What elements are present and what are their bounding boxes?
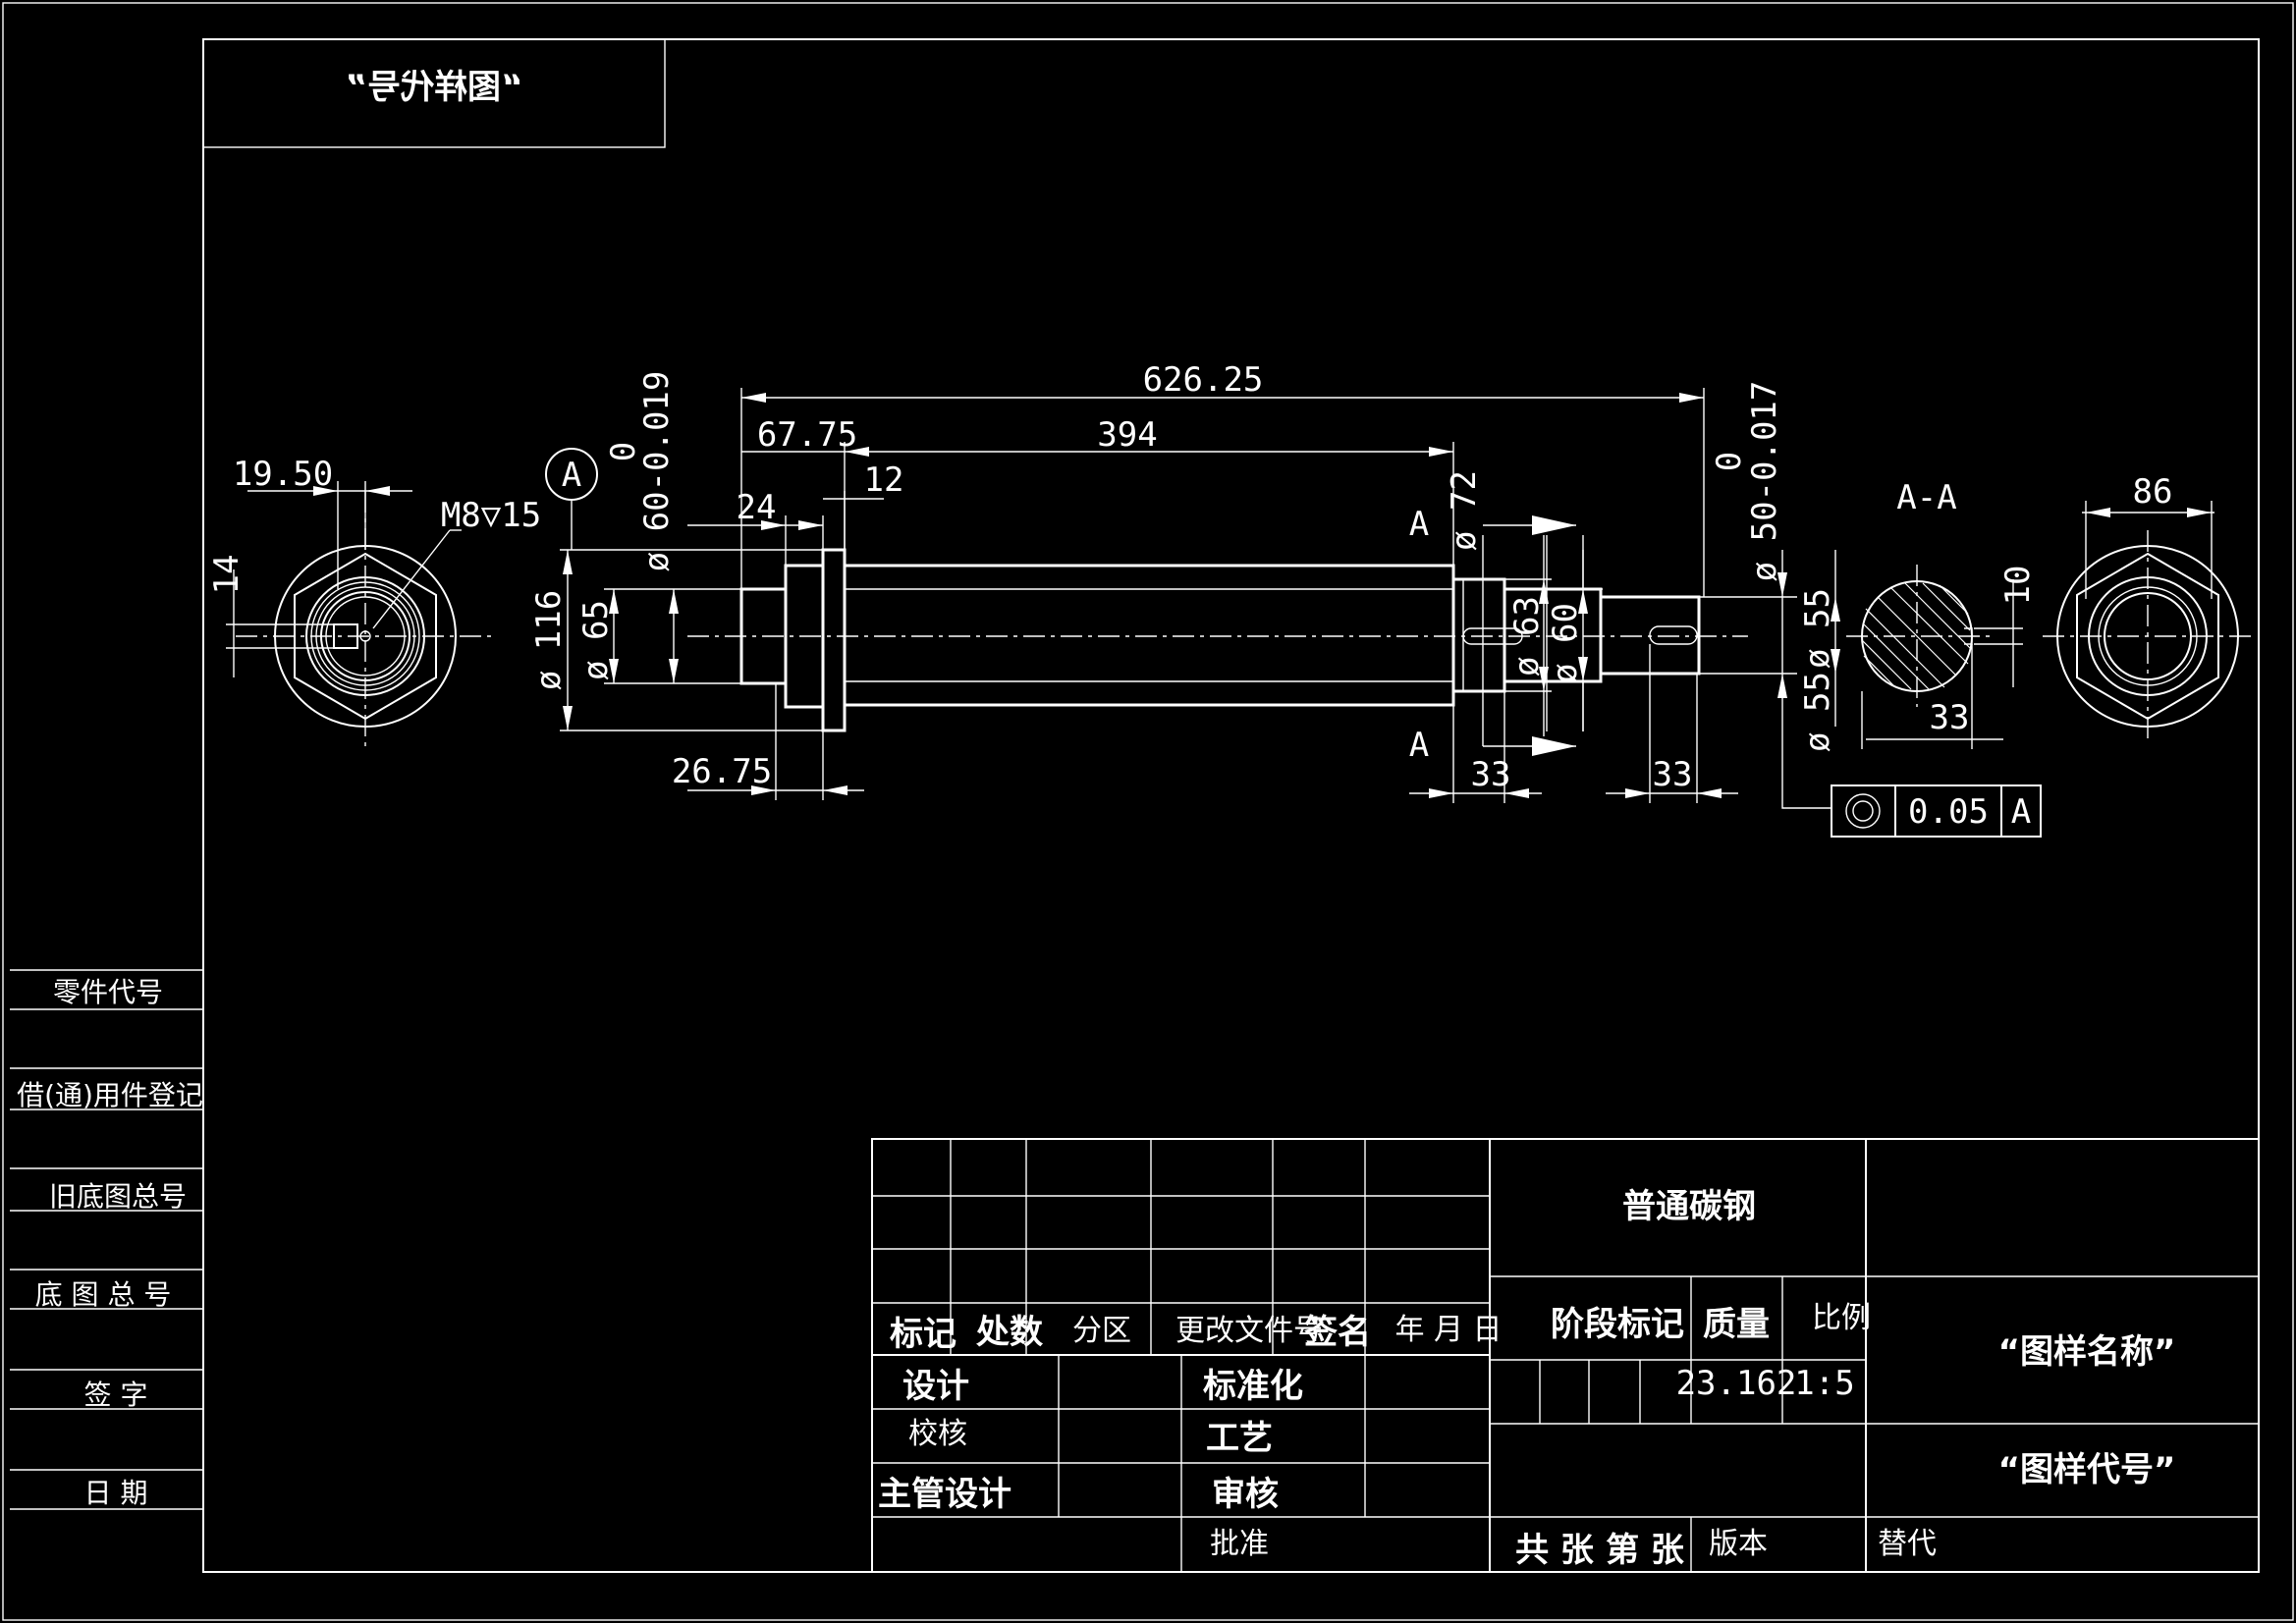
dim-6775: 67.75 bbox=[757, 415, 857, 455]
dim-626: 626.25 bbox=[1143, 360, 1264, 400]
dim-24: 24 bbox=[737, 488, 777, 527]
dimension-lines bbox=[226, 388, 1840, 809]
tb-mark: 标记 bbox=[890, 1315, 957, 1354]
dim-2675: 26.75 bbox=[672, 752, 772, 791]
section-a-a bbox=[1846, 565, 2023, 749]
stamp-box bbox=[202, 38, 666, 148]
dim-86: 86 bbox=[2133, 472, 2173, 512]
section-a-a-label: A-A bbox=[1896, 478, 1956, 517]
section-mark-bottom: A bbox=[1409, 726, 1429, 765]
dim-1950: 19.50 bbox=[233, 455, 333, 494]
side-date: 日 期 bbox=[84, 1477, 148, 1509]
side-base-drawing-no: 底 图 总 号 bbox=[35, 1278, 172, 1311]
tolerance-datum: A bbox=[2011, 792, 2031, 832]
dim-65: ø 65 bbox=[576, 600, 616, 680]
dim-33a: 33 bbox=[1471, 755, 1511, 794]
right-end-view bbox=[2043, 501, 2254, 741]
dim-60-tol: ø 60-0.019 bbox=[637, 371, 677, 572]
tb-mass: 质量 bbox=[1703, 1305, 1770, 1344]
tb-approve: 批准 bbox=[1210, 1527, 1269, 1561]
tolerance-value: 0.05 bbox=[1908, 792, 1989, 832]
dim-72: ø 72 bbox=[1445, 470, 1484, 551]
side-part-code: 零件代号 bbox=[53, 976, 163, 1008]
tb-count: 处数 bbox=[975, 1313, 1043, 1352]
section-mark-top: A bbox=[1409, 505, 1429, 544]
dim-33c: 33 bbox=[1930, 698, 1970, 737]
tb-process: 工艺 bbox=[1206, 1419, 1273, 1458]
dim-60: ø 60 bbox=[1546, 603, 1585, 683]
tb-replace: 替代 bbox=[1878, 1527, 1937, 1561]
tb-zone: 分区 bbox=[1072, 1314, 1131, 1348]
main-shaft-view bbox=[687, 548, 1748, 732]
dim-33b: 33 bbox=[1653, 755, 1693, 794]
dim-116: ø 116 bbox=[529, 590, 569, 690]
tb-drawing-code: “图样代号” bbox=[1998, 1450, 2176, 1489]
tb-review: 审核 bbox=[1212, 1475, 1279, 1514]
dim-14: 14 bbox=[207, 555, 246, 595]
tb-scale-value: 1:5 bbox=[1794, 1364, 1854, 1403]
dim-10: 10 bbox=[1998, 566, 2038, 606]
tb-standardization: 标准化 bbox=[1203, 1367, 1303, 1406]
tb-chief-design: 主管设计 bbox=[878, 1475, 1011, 1514]
tb-mass-value: 23.162 bbox=[1676, 1364, 1797, 1403]
side-signature: 签 字 bbox=[84, 1379, 148, 1411]
tb-material: 普通碳钢 bbox=[1622, 1187, 1756, 1226]
dim-12: 12 bbox=[864, 460, 904, 500]
tb-design: 设计 bbox=[902, 1367, 969, 1406]
dim-50-tol-upper: 0 bbox=[1710, 452, 1749, 471]
title-block-grid bbox=[871, 1138, 2260, 1573]
side-borrowed-register: 借(通)用件登记 bbox=[17, 1079, 203, 1111]
dim-55: ø 55 bbox=[1798, 588, 1837, 669]
dim-50-tol: ø 50-0.017 bbox=[1745, 381, 1784, 582]
dim-55b: ø 55 bbox=[1798, 672, 1837, 752]
tb-stage-mark: 阶段标记 bbox=[1551, 1305, 1684, 1344]
tb-sign: 签名 bbox=[1304, 1313, 1371, 1352]
stamp-text-mirrored: “图样代号” bbox=[346, 68, 523, 107]
tb-total-sheets: 共 张 bbox=[1515, 1531, 1594, 1570]
tb-check: 校核 bbox=[908, 1417, 967, 1451]
side-old-drawing-no: 旧底图总号 bbox=[49, 1180, 187, 1213]
tb-scale: 比例 bbox=[1812, 1301, 1871, 1335]
tolerance-frame bbox=[1831, 784, 2042, 838]
dim-thread: M8▽15 bbox=[441, 496, 541, 535]
datum-a-label: A bbox=[562, 456, 581, 495]
tb-ymd: 年 月 日 bbox=[1394, 1313, 1502, 1347]
tb-version: 版本 bbox=[1709, 1527, 1768, 1561]
side-register-panel bbox=[10, 969, 203, 1510]
dim-60-tol-upper: 0 bbox=[604, 442, 643, 461]
dim-394: 394 bbox=[1097, 415, 1157, 455]
tb-drawing-name: “图样名称” bbox=[1998, 1332, 2176, 1372]
tb-change-doc: 更改文件号 bbox=[1175, 1314, 1323, 1348]
tb-sheet-no: 第 张 bbox=[1606, 1531, 1684, 1570]
dim-63: ø 63 bbox=[1507, 596, 1547, 676]
